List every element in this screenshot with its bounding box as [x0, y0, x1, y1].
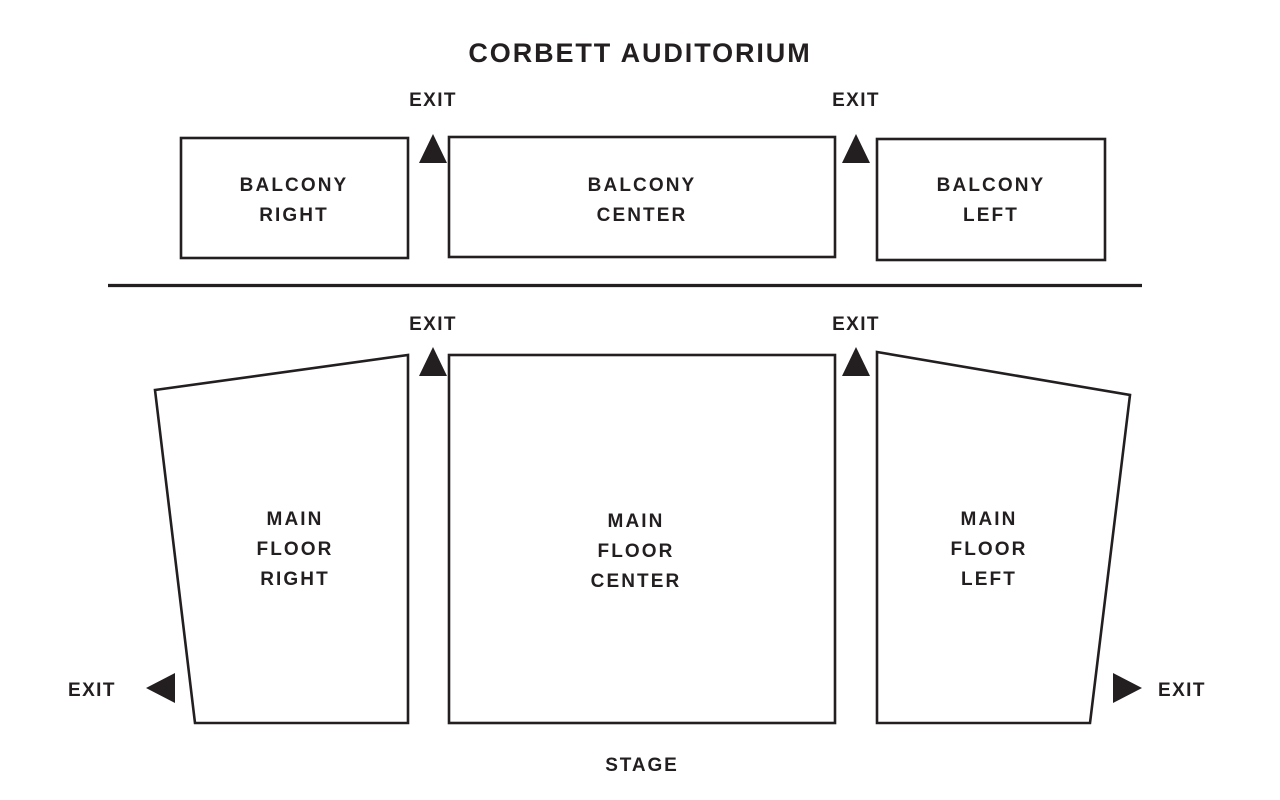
section-main-floor-left-label-line2: FLOOR	[951, 539, 1028, 560]
section-balcony-center[interactable]	[447, 135, 837, 259]
page-title: CORBETT AUDITORIUM	[468, 38, 811, 68]
section-main-floor-right-label-line2: FLOOR	[257, 539, 334, 560]
section-main-floor-center-label-line3: CENTER	[591, 571, 682, 592]
section-balcony-left-label-line1: BALCONY	[937, 175, 1046, 196]
triangle-up-icon-main-left	[419, 347, 447, 376]
section-main-floor-right-label-line3: RIGHT	[260, 569, 330, 590]
section-main-floor-left[interactable]	[875, 350, 1132, 725]
stage-label: STAGE	[605, 755, 679, 776]
section-balcony-right-label-line1: BALCONY	[240, 175, 349, 196]
section-balcony-right[interactable]	[179, 136, 410, 260]
triangle-up-icon-main-right	[842, 347, 870, 376]
balcony-exit-right-aisle-label: EXIT	[832, 90, 880, 111]
section-main-floor-center-label-line1: MAIN	[608, 511, 665, 532]
section-main-floor-center[interactable]	[447, 353, 837, 725]
section-balcony-center-label-line2: CENTER	[597, 205, 688, 226]
balcony-exit-left-aisle-label: EXIT	[409, 90, 457, 111]
triangle-right-icon-main-far-right	[1113, 673, 1142, 703]
section-balcony-left-label-line2: LEFT	[963, 205, 1019, 226]
section-main-floor-center-label-line2: FLOOR	[598, 541, 675, 562]
section-main-floor-left-label-line1: MAIN	[961, 509, 1018, 530]
triangle-up-icon-balcony-left	[419, 134, 447, 163]
main-exit-left-aisle-label: EXIT	[409, 314, 457, 335]
main-exit-far-left-label: EXIT	[68, 680, 116, 701]
section-balcony-right-label-line2: RIGHT	[259, 205, 329, 226]
triangle-up-icon-balcony-right	[842, 134, 870, 163]
main-exit-right-aisle-label: EXIT	[832, 314, 880, 335]
section-balcony-left[interactable]	[875, 137, 1107, 262]
section-main-floor-right[interactable]	[153, 353, 410, 725]
section-main-floor-left-label-line3: LEFT	[961, 569, 1017, 590]
main-exit-far-right-label: EXIT	[1158, 680, 1206, 701]
section-main-floor-right-label-line1: MAIN	[267, 509, 324, 530]
section-balcony-center-label-line1: BALCONY	[588, 175, 697, 196]
triangle-left-icon-main-far-left	[146, 673, 175, 703]
